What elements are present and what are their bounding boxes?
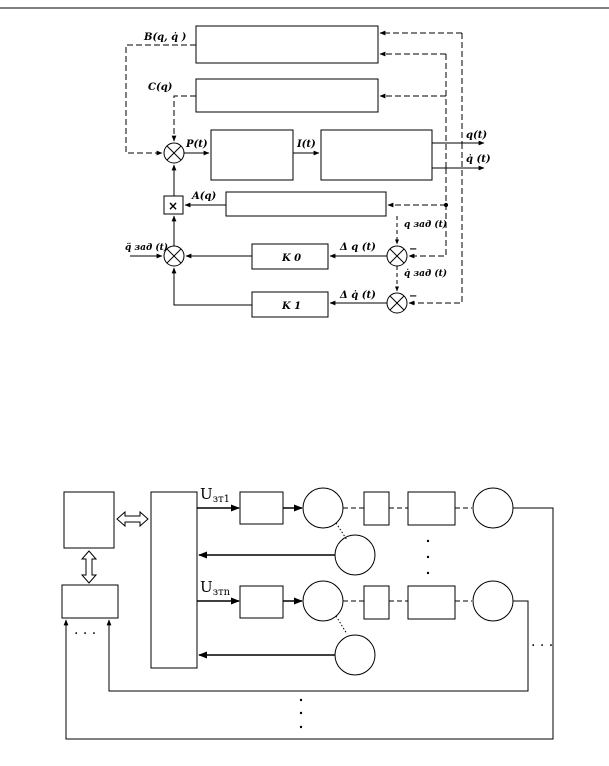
ch1-motor <box>302 487 344 529</box>
label-i: I(t) <box>296 139 316 150</box>
control-system-diagram <box>125 25 485 318</box>
ch1-block-3 <box>407 491 456 526</box>
ch1-feedback-sensor <box>334 534 376 576</box>
horizontal-ellipsis-left: · · · <box>74 626 96 642</box>
label-delta-q: Δ q (t) <box>339 242 376 253</box>
minus-sign-q: − <box>409 244 417 255</box>
label-q-zad: q зад (t) <box>404 219 447 230</box>
block-interface <box>61 584 119 619</box>
ch1-block-2 <box>363 491 390 526</box>
feedback-loop-1 <box>63 507 554 740</box>
label-qddot-zad: q̈ зад (t) <box>125 242 168 253</box>
chn-block-1 <box>239 585 284 619</box>
multiplier-symbol: × <box>168 199 178 213</box>
vertical-ellipsis-right <box>426 539 430 575</box>
label-qdot-zad: q̇ зад (t) <box>404 268 447 279</box>
bottom-diagram-labels: Uзт1 Uзтn · · · · · · <box>74 485 553 654</box>
chn-block-3 <box>407 585 456 620</box>
block-c <box>195 78 379 113</box>
double-arrow-horizontal <box>116 510 149 528</box>
label-k0: K 0 <box>281 253 301 264</box>
block-computer <box>63 491 115 549</box>
label-q-out: q(t) <box>466 130 487 141</box>
multi-drive-diagram <box>61 487 554 740</box>
block-b <box>195 25 379 64</box>
label-p: P(t) <box>185 139 208 150</box>
chn-motor <box>302 580 344 622</box>
sum-junction-main <box>163 142 185 164</box>
block-p-to-i <box>210 129 294 181</box>
chn-block-2 <box>363 585 390 620</box>
label-b: B(q, q̇ ) <box>143 32 187 43</box>
feedback-loop-n <box>106 600 529 692</box>
sum-junction-q-error <box>386 245 408 267</box>
block-a <box>225 191 387 217</box>
label-c: C(q) <box>148 82 173 93</box>
minus-sign-qdot: − <box>409 291 417 302</box>
ch1-block-1 <box>239 491 284 525</box>
chn-feedback-sensor <box>334 634 376 676</box>
label-k1: K 1 <box>281 301 301 312</box>
label-a: A(q) <box>191 191 216 202</box>
block-controller <box>150 491 198 669</box>
label-u-channel-1: Uзт1 <box>200 485 230 505</box>
ch1-sensor <box>472 487 514 529</box>
label-u-channel-n: Uзтn <box>200 578 231 598</box>
vertical-ellipsis-bottom <box>299 698 303 729</box>
block-plant <box>320 129 433 181</box>
double-arrow-vertical <box>80 550 98 584</box>
sum-junction-qdot-error <box>386 292 408 314</box>
chn-sensor <box>472 580 514 622</box>
label-delta-qdot: Δ q̇ (t) <box>339 290 376 301</box>
label-qdot-out: q̇ (t) <box>466 154 491 165</box>
horizontal-ellipsis-right: · · · <box>531 638 553 654</box>
top-diagram-labels: B(q, q̇ ) C(q) P(t) I(t) q(t) q̇ (t) A(q… <box>125 32 491 312</box>
